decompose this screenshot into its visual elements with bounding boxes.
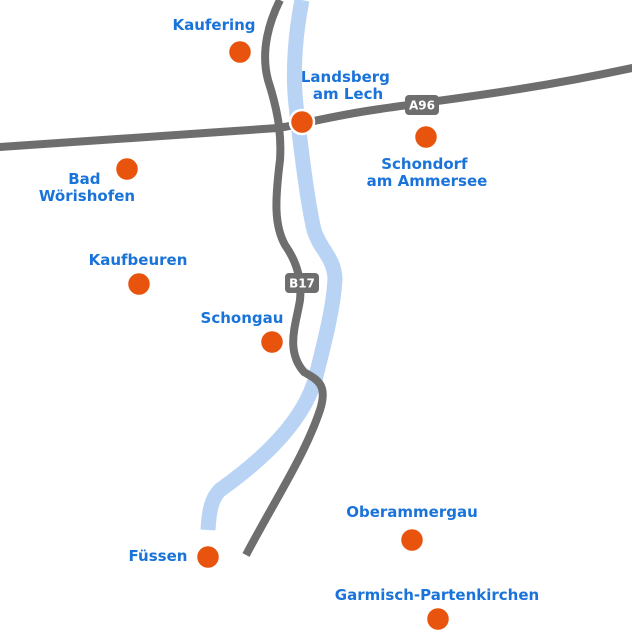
town-label-landsberg[interactable]: Landsberg am Lech [301,68,395,103]
road-shield-a96-label: A96 [409,99,435,113]
town-marker-landsberg[interactable] [288,108,316,136]
road-shield-b17: B17 [285,273,319,293]
town-label-landsberg-line1: Landsberg [301,68,390,86]
town-marker-garmisch[interactable] [424,605,452,632]
town-label-schondorf-line2: am Ammersee [367,172,488,190]
town-label-fuessen[interactable]: Füssen [129,547,188,565]
town-marker-schongau[interactable] [258,328,286,356]
town-label-kaufbeuren[interactable]: Kaufbeuren [89,251,188,269]
town-label-bad-woerishofen-line2: Wörishofen [39,187,135,205]
town-marker-fuessen[interactable] [194,543,222,571]
town-marker-oberammergau[interactable] [398,526,426,554]
road-shield-b17-label: B17 [289,277,315,291]
town-label-oberammergau[interactable]: Oberammergau [346,503,478,521]
town-label-bad-woerishofen-line1: Bad [68,170,100,188]
town-label-schongau[interactable]: Schongau [201,309,284,327]
river-lech [200,0,343,531]
town-marker-schondorf[interactable] [412,123,440,151]
river-label-lech: Lech [310,176,332,214]
town-marker-bad-woerishofen[interactable] [113,155,141,183]
town-marker-kaufbeuren[interactable] [125,270,153,298]
town-label-kaufering[interactable]: Kaufering [172,16,255,34]
road-shield-a96: A96 [405,95,439,115]
town-label-landsberg-line2: am Lech [313,85,383,103]
town-label-garmisch[interactable]: Garmisch-Partenkirchen [335,586,539,604]
town-label-schondorf[interactable]: Schondorf am Ammersee [367,155,488,190]
town-marker-kaufering[interactable] [226,38,254,66]
town-label-schondorf-line1: Schondorf [381,155,468,173]
town-label-bad-woerishofen[interactable]: Bad Wörishofen [39,170,135,205]
